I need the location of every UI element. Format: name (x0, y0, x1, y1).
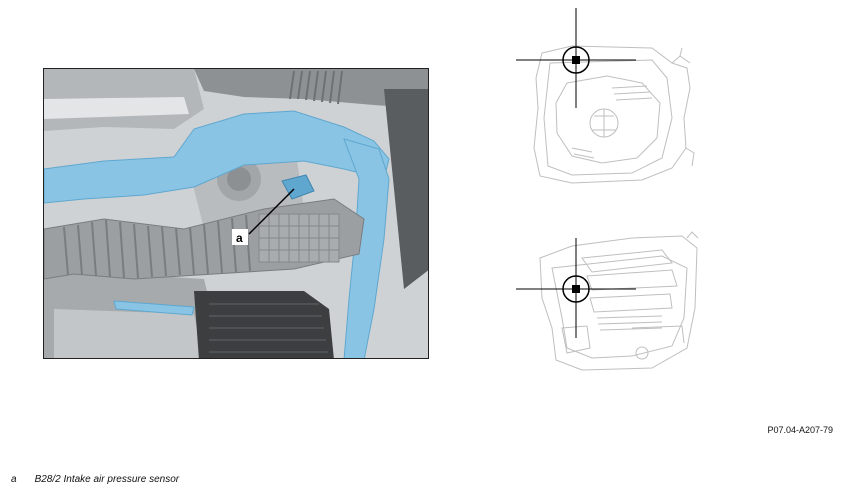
engine-top-outline (533, 45, 695, 184)
engine-illustration: a (43, 68, 429, 359)
legend-text: B28/2 Intake air pressure sensor (34, 474, 180, 485)
callout-leader-line (248, 188, 295, 235)
locator-top-view (512, 8, 697, 190)
intake-vertical-pipe-highlight (343, 138, 390, 358)
locator-side-view (512, 228, 702, 378)
engine-cover-highlight (44, 97, 189, 119)
lower-line-highlight (113, 300, 195, 316)
locator-crosshair-side (516, 238, 636, 338)
callout-label-bg (232, 229, 248, 245)
reference-code: P07.04-A207-79 (767, 425, 833, 435)
intake-manifold-highlight (44, 110, 390, 204)
intake-duct-ribs (63, 214, 251, 279)
engine-illustration-svg: a (44, 69, 428, 358)
locator-top-view-svg (516, 8, 695, 184)
top-corrugated-hose (194, 69, 428, 109)
legend: a B28/2 Intake air pressure sensor (11, 474, 179, 485)
duct-grid-panel (258, 213, 340, 263)
ecu-fins (209, 303, 328, 353)
callout-label: a (236, 231, 243, 245)
top-hose-ribs (289, 70, 343, 105)
engine-round-component-inner (227, 167, 251, 191)
legend-key: a (11, 474, 17, 485)
locator-side-view-svg (516, 231, 699, 371)
engine-side-outline (539, 231, 699, 371)
lower-left-detail (54, 309, 204, 358)
right-dark-component (384, 89, 428, 289)
locator-crosshair-top (516, 8, 636, 108)
ecu-box (194, 291, 334, 358)
